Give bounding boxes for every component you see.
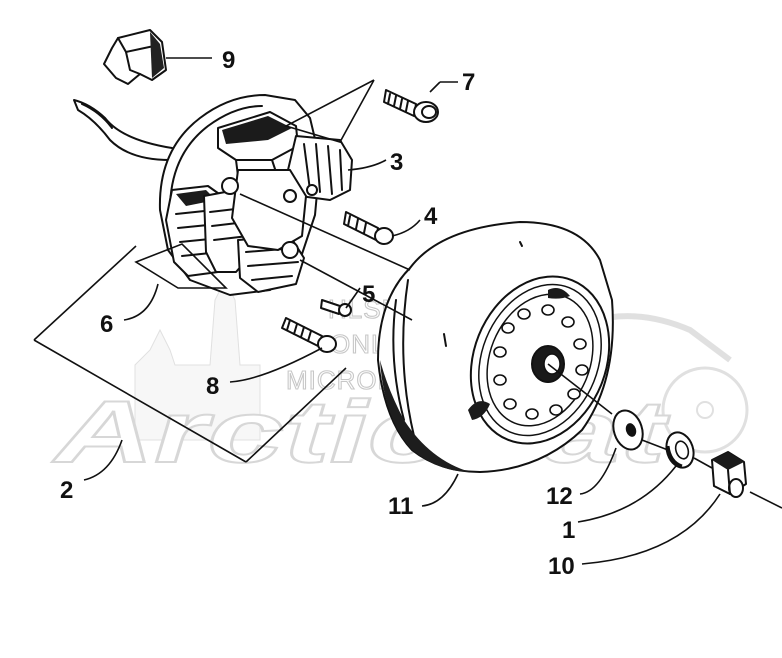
callout-12: 12 [546, 483, 573, 510]
callout-10: 10 [548, 553, 575, 580]
callout-7: 7 [462, 69, 475, 96]
part-9-clip [103, 29, 167, 85]
part-4-screw [343, 211, 394, 245]
callout-2: 2 [60, 477, 73, 504]
callouts: 1 2 3 4 5 6 7 8 9 10 11 12 [60, 47, 575, 580]
callout-4: 4 [424, 203, 438, 230]
flywheel-holes [493, 304, 589, 420]
callout-6: 6 [100, 311, 113, 338]
callout-5: 5 [362, 281, 375, 308]
part-12-washer [612, 409, 644, 451]
part-5-screw [320, 299, 352, 317]
callout-3: 3 [390, 149, 403, 176]
callout-8: 8 [206, 373, 219, 400]
part-7-bolt [383, 89, 439, 123]
callout-9: 9 [222, 47, 235, 74]
leader-lines [33, 57, 782, 565]
callout-1: 1 [562, 517, 575, 544]
part-8-screw [281, 317, 337, 353]
part-11-flywheel [377, 221, 614, 473]
watermark-tower-shape [134, 278, 261, 441]
watermark-wheel-shape [661, 366, 749, 454]
stator-assembly [73, 94, 353, 296]
part-10-nut [711, 451, 747, 498]
part-1-lockwasher [665, 431, 695, 469]
callout-11: 11 [388, 493, 413, 520]
